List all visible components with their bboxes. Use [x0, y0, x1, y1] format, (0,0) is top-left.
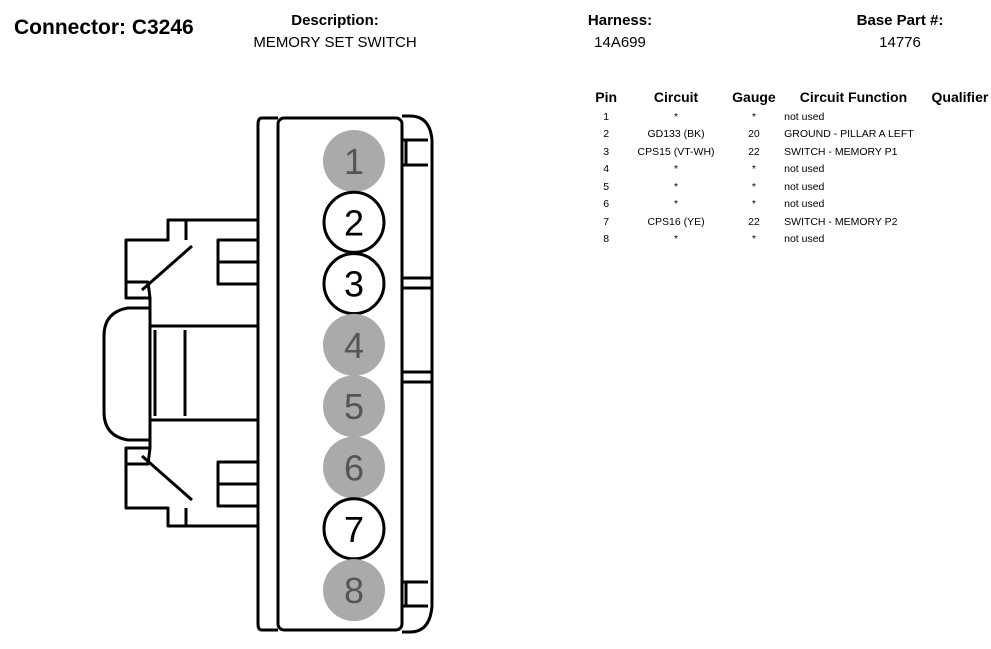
gauge-cell: *: [751, 110, 756, 123]
base-part-value: 14776: [879, 34, 921, 51]
function-cell: not used: [784, 163, 825, 176]
circuit-cell: *: [674, 110, 679, 123]
table-row: 7 CPS16 (YE) 22 SWITCH - MEMORY P2: [590, 213, 991, 231]
column-header-circuit-function: Circuit Function: [799, 89, 908, 105]
latch-lower: [124, 418, 258, 528]
pin-cell: 1: [603, 110, 610, 123]
pin-number-8: 8: [344, 570, 364, 611]
pin-number-2: 2: [344, 202, 364, 243]
function-cell: not used: [784, 198, 825, 211]
pin-number-3: 3: [344, 264, 364, 305]
function-cell: not used: [784, 180, 825, 193]
function-cell: SWITCH - MEMORY P1: [784, 145, 898, 158]
pin-cell: 3: [603, 145, 610, 158]
table-row: 3 CPS15 (VT-WH) 22 SWITCH - MEMORY P1: [590, 143, 991, 161]
latch-diagonal: [141, 454, 193, 502]
column-header-circuit: Circuit: [653, 89, 699, 105]
latch-upper: [124, 218, 258, 328]
gauge-cell: *: [751, 180, 756, 193]
pin-number-6: 6: [344, 448, 364, 489]
table-row: 6 * * not used: [590, 196, 991, 214]
description-label: Description:: [291, 12, 379, 29]
harness-label: Harness:: [587, 12, 653, 29]
pin-cell: 6: [603, 198, 610, 211]
description-value: MEMORY SET SWITCH: [253, 34, 417, 51]
circuit-cell: *: [674, 198, 679, 211]
housing-body: [276, 116, 404, 632]
table-row: 8 * * not used: [590, 231, 991, 249]
function-cell: SWITCH - MEMORY P2: [784, 215, 898, 228]
pin-cell: 8: [603, 233, 610, 246]
column-header-gauge: Gauge: [732, 89, 776, 105]
gauge-cell: *: [751, 233, 756, 246]
circuit-cell: *: [674, 233, 679, 246]
pin-number-7: 7: [344, 509, 364, 550]
pin-cavity-4: [323, 313, 385, 376]
pin-cell: 4: [603, 163, 610, 176]
pin-table-header: Pin Circuit Gauge Circuit Function Quali…: [590, 87, 991, 108]
circuit-cell: *: [674, 180, 679, 193]
pin-number-5: 5: [344, 386, 364, 427]
pin-cavity-5: [323, 375, 385, 438]
release-lever: [102, 306, 150, 442]
column-header-qualifier: Qualifier: [931, 89, 989, 105]
base-part-label: Base Part #:: [856, 12, 944, 29]
gauge-cell: *: [751, 198, 756, 211]
function-cell: GROUND - PILLAR A LEFT: [784, 128, 914, 141]
table-row: 5 * * not used: [590, 178, 991, 196]
gauge-cell: 20: [748, 128, 760, 141]
gauge-cell: 22: [748, 215, 760, 228]
table-row: 4 * * not used: [590, 161, 991, 179]
latch-line: [126, 447, 152, 466]
housing-flange: [256, 116, 278, 632]
pin-cavities: 1 2 3 4 5 6 7 8: [322, 130, 386, 622]
pin-table: Pin Circuit Gauge Circuit Function Quali…: [590, 87, 991, 248]
latch-diagonal: [141, 244, 193, 292]
gauge-cell: 22: [748, 145, 760, 158]
function-cell: not used: [784, 110, 825, 123]
table-row: 2 GD133 (BK) 20 GROUND - PILLAR A LEFT: [590, 126, 991, 144]
pin-cell: 5: [603, 180, 610, 193]
pin-cavity-8: [323, 559, 385, 622]
pin-cavity-6: [323, 436, 385, 499]
circuit-cell: GD133 (BK): [647, 128, 705, 141]
pin-cavity-7: [322, 497, 386, 561]
pin-cavity-1: [323, 130, 385, 192]
pin-cell: 2: [603, 128, 610, 141]
pin-cell: 7: [603, 215, 610, 228]
harness-value: 14A699: [594, 34, 646, 51]
right-tab-outer: [402, 114, 434, 634]
pin-number-1: 1: [344, 141, 364, 182]
circuit-cell: *: [674, 163, 679, 176]
circuit-cell: CPS16 (YE): [647, 215, 705, 228]
circuit-cell: CPS15 (VT-WH): [637, 145, 715, 158]
gauge-cell: *: [751, 163, 756, 176]
connector-title: Connector: C3246: [14, 16, 194, 39]
pin-number-4: 4: [344, 325, 364, 366]
latch-line: [126, 280, 152, 299]
function-cell: not used: [784, 233, 825, 246]
column-header-pin: Pin: [595, 89, 618, 105]
table-row: 1 * * not used: [590, 108, 991, 126]
lever-body: [148, 324, 260, 422]
pin-cavity-3: [322, 252, 386, 316]
